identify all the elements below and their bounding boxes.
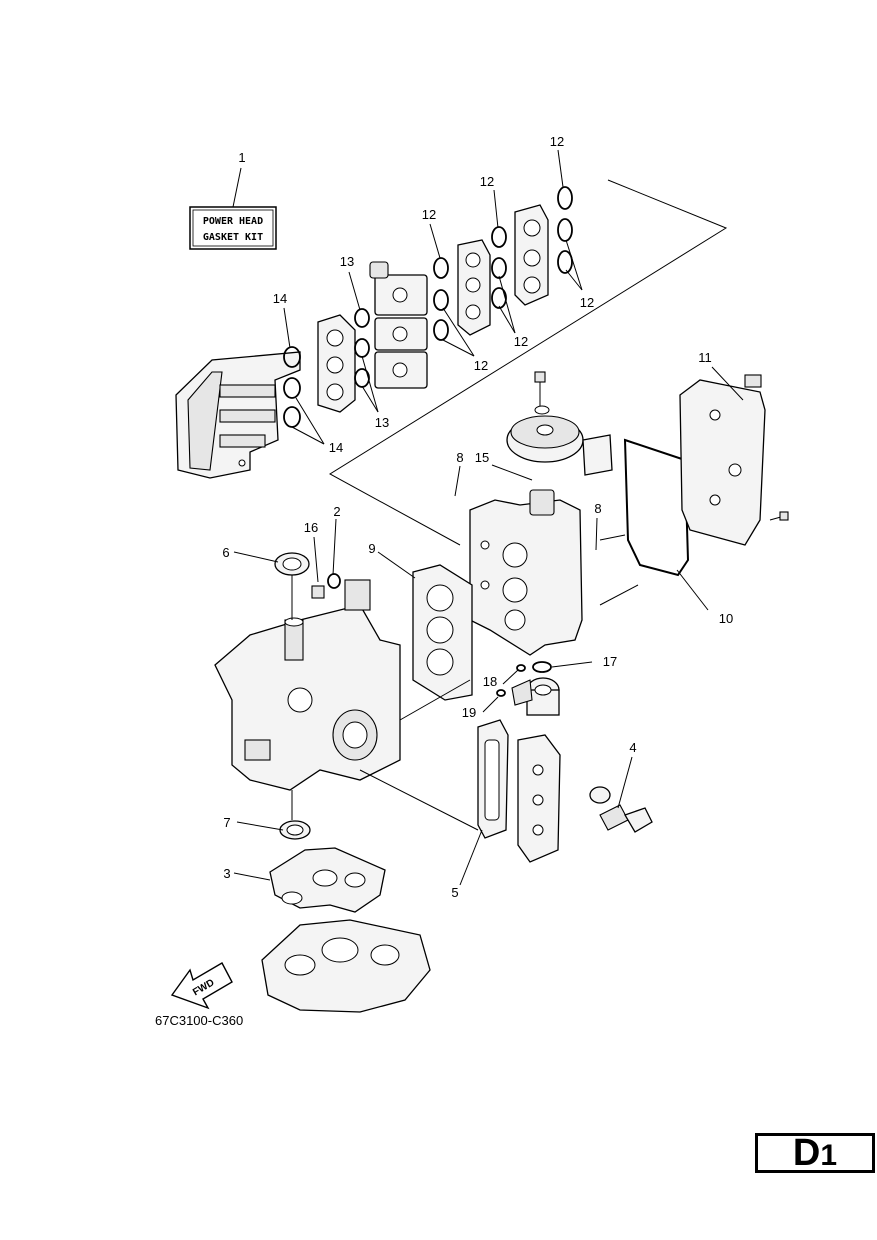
fwd-arrow: FWD — [170, 962, 233, 1010]
callout-3: 3 — [223, 866, 230, 881]
intake-manifold — [317, 314, 356, 413]
thermostat-housing — [511, 677, 560, 716]
callout-10: 10 — [719, 611, 733, 626]
callout-18: 18 — [483, 674, 497, 689]
callout-4: 4 — [629, 740, 636, 755]
callout-11: 11 — [698, 350, 712, 365]
callout-8-left: 8 — [456, 450, 463, 465]
callout-14-a: 14 — [273, 291, 287, 306]
cylinder-head-cover — [679, 374, 789, 546]
exhaust-cover — [175, 351, 301, 479]
o-rings-12 — [433, 186, 573, 341]
o-ring-18 — [516, 664, 526, 672]
kit-box-line1: POWER HEAD — [203, 216, 263, 227]
flywheel — [506, 371, 584, 463]
callout-16: 16 — [304, 520, 318, 535]
callout-numbers: 1 2 3 4 5 6 7 8 8 9 10 11 12 12 12 12 12… — [222, 134, 733, 900]
cylinder-head-gasket — [412, 564, 473, 701]
callout-8-right: 8 — [594, 501, 601, 516]
page-badge-letter: D — [792, 1132, 821, 1174]
gasket-5 — [477, 719, 509, 839]
gasket-kit-box: POWER HEAD GASKET KIT — [189, 206, 277, 250]
callout-15: 15 — [475, 450, 489, 465]
thermostat-cover — [589, 786, 653, 833]
callout-9: 9 — [368, 541, 375, 556]
callout-7: 7 — [223, 815, 230, 830]
callout-2: 2 — [333, 504, 340, 519]
diagram-code: 67C3100-C360 — [155, 1013, 243, 1028]
carburetor-assembly — [369, 261, 428, 389]
page-badge-number: 1 — [820, 1139, 838, 1172]
intake-plate-right — [514, 204, 549, 306]
o-ring-19 — [496, 689, 506, 697]
o-ring-17 — [532, 661, 552, 673]
callout-12-f: 12 — [474, 358, 488, 373]
callout-12-e: 12 — [514, 334, 528, 349]
callout-13-b: 13 — [375, 415, 389, 430]
exhaust-guide — [261, 919, 431, 1013]
callout-5: 5 — [451, 885, 458, 900]
kit-box-line2: GASKET KIT — [203, 232, 263, 243]
cylinder-block — [469, 489, 639, 656]
callout-6: 6 — [222, 545, 229, 560]
leader-lines — [233, 149, 744, 886]
callout-19: 19 — [462, 705, 476, 720]
seal-2 — [327, 573, 341, 589]
callout-12-c: 12 — [422, 207, 436, 222]
intake-plate-center — [457, 239, 491, 336]
oil-seal-6 — [274, 552, 310, 576]
plug-16 — [311, 585, 325, 599]
callout-14-b: 14 — [329, 440, 343, 455]
callout-1: 1 — [238, 150, 245, 165]
callout-17: 17 — [603, 654, 617, 669]
callout-12-d: 12 — [580, 295, 594, 310]
exhaust-plate — [517, 734, 561, 863]
o-rings-13 — [354, 308, 370, 388]
gasket-3 — [269, 847, 386, 913]
callout-13-a: 13 — [340, 254, 354, 269]
callout-12-a: 12 — [550, 134, 564, 149]
crankcase — [214, 579, 401, 791]
callout-12-b: 12 — [480, 174, 494, 189]
group-outline — [329, 179, 728, 546]
oil-seal-7 — [279, 820, 311, 840]
